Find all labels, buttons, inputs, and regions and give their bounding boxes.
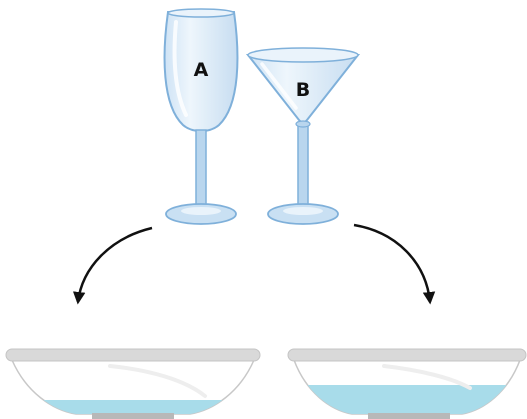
wine-glass-a: A: [163, 8, 239, 225]
martini-glass-highlight: [260, 62, 298, 110]
martini-glass-rim: [247, 47, 359, 63]
wine-glass-rim: [167, 8, 235, 18]
martini-glass-b: B: [245, 47, 361, 225]
martini-glass-stem: [297, 121, 309, 209]
martini-glass-stem-knot: [295, 120, 311, 128]
glass-a-label: A: [194, 59, 209, 81]
wine-glass-highlight: [172, 20, 188, 117]
bowl-right-rim: [287, 348, 527, 362]
bowl-right-foot: [368, 413, 450, 419]
bowl-left-water: [12, 400, 254, 414]
bowl-left-rim: [5, 348, 261, 362]
arrow-left-curved: [72, 226, 153, 305]
martini-glass-base-highlight: [283, 207, 323, 215]
arrow-right-curved: [353, 223, 436, 305]
bowl-right-shine: [382, 364, 472, 390]
bowl-right: [287, 348, 527, 419]
bowl-left-foot: [92, 413, 174, 419]
bowl-left-shine: [108, 364, 207, 398]
glass-b-label: B: [296, 79, 310, 101]
wine-glass-stem: [195, 129, 207, 209]
bowl-left: [5, 348, 261, 419]
wine-glass-base-highlight: [181, 207, 221, 215]
